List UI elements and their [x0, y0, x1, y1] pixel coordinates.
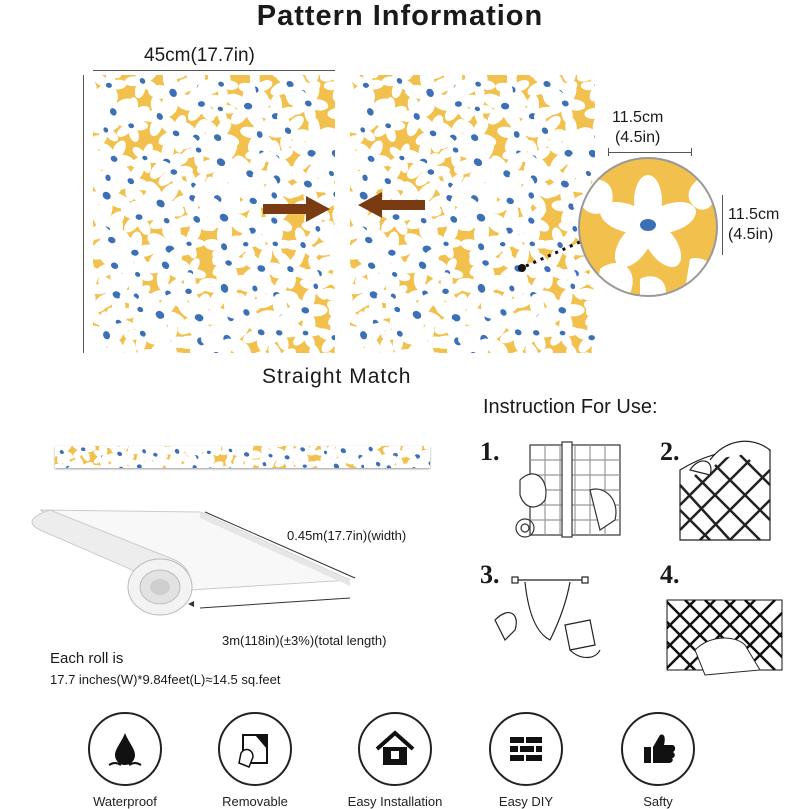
feature-easy-installation: Easy Installation: [340, 712, 450, 809]
repeat-width-tick-right: [691, 148, 692, 156]
width-label: 45cm(17.7in): [140, 45, 259, 67]
feature-label: Waterproof: [70, 794, 180, 809]
coverage-label: 17.7 inches(W)*9.84feet(L)≈14.5 sq.feet: [50, 672, 280, 687]
feature-label: Easy Installation: [340, 794, 450, 809]
repeat-height-line: [722, 195, 723, 255]
repeat-height-cm: 11.5cm: [728, 205, 779, 225]
peel-hand-icon: [218, 712, 292, 786]
each-roll-label: Each roll is: [50, 650, 123, 667]
repeat-width-line: [608, 152, 692, 153]
repeat-width-cm: 11.5cm: [612, 108, 663, 128]
repeat-width-label: 11.5cm (4.5in): [612, 108, 663, 148]
repeat-magnifier: [578, 157, 718, 297]
feature-easy-diy: Easy DIY: [471, 712, 581, 809]
feature-label: Easy DIY: [471, 794, 581, 809]
feature-label: Safty: [603, 794, 713, 809]
floral-pattern-left: [93, 75, 335, 353]
repeat-width-in: (4.5in): [612, 128, 663, 148]
feature-waterproof: Waterproof: [70, 712, 180, 809]
thumbs-up-icon: [621, 712, 695, 786]
water-drop-icon: [88, 712, 162, 786]
roll-strip: [55, 446, 430, 468]
floral-pattern-right: [350, 75, 595, 353]
instructions-heading: Instruction For Use:: [483, 396, 658, 419]
house-icon: [358, 712, 432, 786]
step-2-illustration: [670, 440, 790, 550]
feature-label: Removable: [200, 794, 310, 809]
feature-safty: Safty: [603, 712, 713, 809]
step-1-illustration: [510, 440, 630, 550]
match-type-label: Straight Match: [262, 365, 411, 389]
roll-width-label: 0.45m(17.7in)(width): [287, 528, 406, 543]
repeat-width-tick-left: [608, 148, 609, 156]
roll-length-label: 3m(118in)(±3%)(total length): [222, 633, 386, 648]
step-4-illustration: [665, 580, 785, 680]
repeat-height-in: (4.5in): [728, 225, 779, 245]
step-3-illustration: [490, 570, 610, 670]
pattern-panel-left: [93, 75, 335, 353]
magnified-flower: [580, 159, 716, 295]
width-dimension-line: [93, 70, 335, 71]
pattern-panel-right: [350, 75, 595, 353]
page-title: Pattern Information: [0, 0, 800, 33]
height-bracket-line: [83, 75, 84, 353]
step-1-number: 1.: [480, 437, 500, 467]
strip-pattern: [55, 446, 430, 468]
feature-removable: Removable: [200, 712, 310, 809]
repeat-height-label: 11.5cm (4.5in): [728, 205, 779, 245]
brick-wall-icon: [489, 712, 563, 786]
